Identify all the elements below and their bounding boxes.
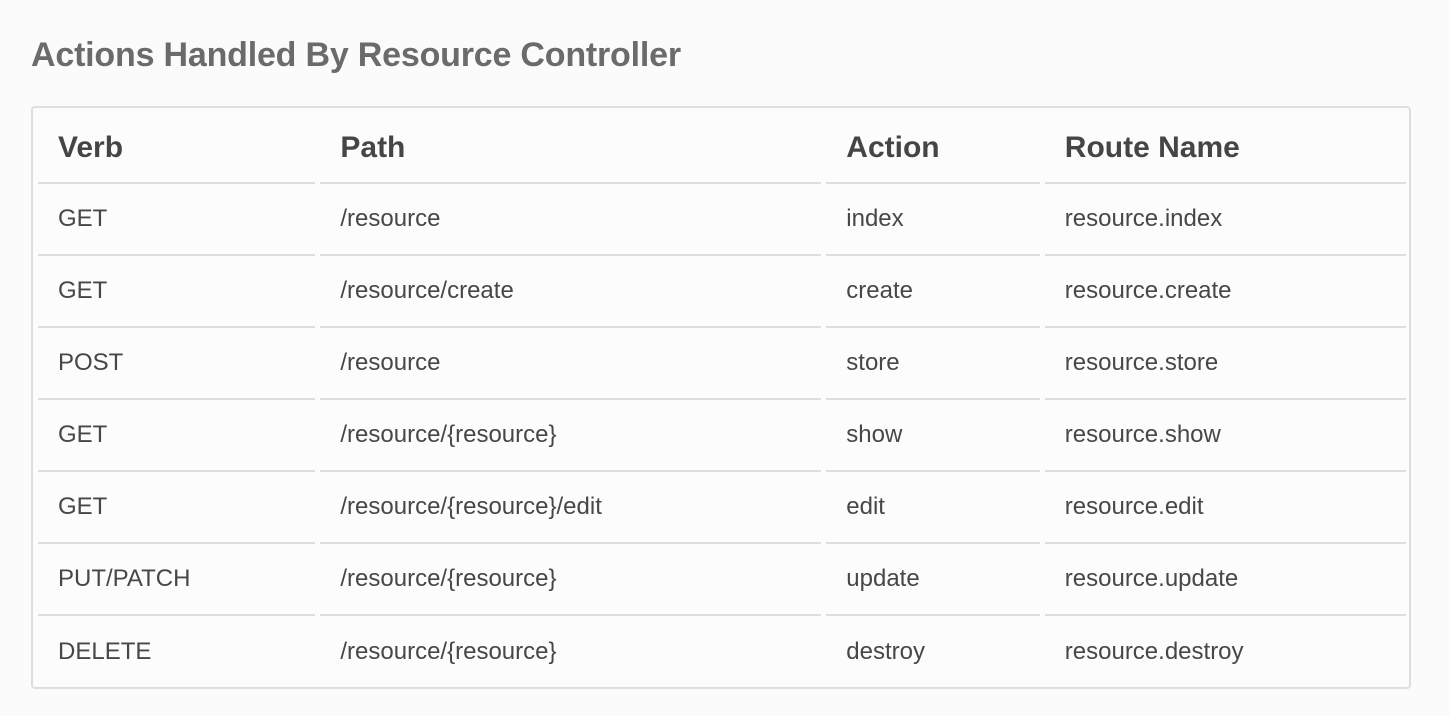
table-row: GET /resource/{resource} show resource.s… xyxy=(38,400,1406,472)
cell-verb: GET xyxy=(38,184,316,256)
cell-path: /resource/{resource}/edit xyxy=(320,472,822,544)
cell-verb: GET xyxy=(38,472,316,544)
table-row: POST /resource store resource.store xyxy=(38,328,1406,400)
cell-action: show xyxy=(826,400,1040,472)
header-verb: Verb xyxy=(38,108,316,184)
cell-action: update xyxy=(826,544,1040,616)
cell-route-name: resource.store xyxy=(1044,328,1406,400)
table-row: GET /resource index resource.index xyxy=(38,184,1406,256)
cell-path: /resource xyxy=(320,184,822,256)
table-row: DELETE /resource/{resource} destroy reso… xyxy=(38,616,1406,688)
cell-route-name: resource.update xyxy=(1044,544,1406,616)
cell-verb: PUT/PATCH xyxy=(38,544,316,616)
cell-action: create xyxy=(826,256,1040,328)
routes-table-container: Verb Path Action Route Name GET /resourc… xyxy=(31,106,1411,689)
cell-path: /resource xyxy=(320,328,822,400)
cell-path: /resource/{resource} xyxy=(340,638,557,665)
cell-verb: GET xyxy=(38,256,316,328)
page-title: Actions Handled By Resource Controller xyxy=(31,36,681,74)
cell-route-name: resource.edit xyxy=(1044,472,1406,544)
table-row: GET /resource/{resource}/edit edit resou… xyxy=(38,472,1406,544)
header-action: Action xyxy=(826,108,1040,184)
cell-route-name: resource.destroy xyxy=(1064,638,1244,665)
cell-route-name: resource.show xyxy=(1044,400,1406,472)
cell-verb: DELETE xyxy=(58,638,152,665)
table-header-row: Verb Path Action Route Name xyxy=(38,108,1406,184)
routes-table: Verb Path Action Route Name GET /resourc… xyxy=(33,108,1411,688)
table-row: GET /resource/create create resource.cre… xyxy=(38,256,1406,328)
table-row: PUT/PATCH /resource/{resource} update re… xyxy=(38,544,1406,616)
cell-path: /resource/create xyxy=(320,256,822,328)
cell-route-name: resource.index xyxy=(1044,184,1406,256)
cell-verb: POST xyxy=(38,328,316,400)
cell-verb: GET xyxy=(38,400,316,472)
header-path: Path xyxy=(320,108,822,184)
cell-action: index xyxy=(826,184,1040,256)
cell-path: /resource/{resource} xyxy=(320,400,822,472)
cell-action: edit xyxy=(826,472,1040,544)
header-route-name: Route Name xyxy=(1044,108,1406,184)
cell-action: destroy xyxy=(846,638,925,665)
cell-action: store xyxy=(826,328,1040,400)
cell-route-name: resource.create xyxy=(1044,256,1406,328)
cell-path: /resource/{resource} xyxy=(320,544,822,616)
